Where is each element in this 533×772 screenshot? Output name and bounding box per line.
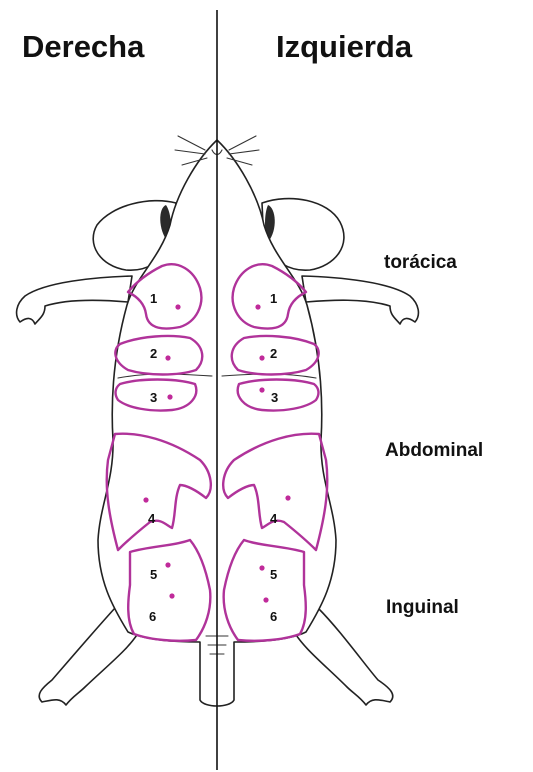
header-right: Derecha	[22, 29, 145, 64]
header-left: Izquierda	[276, 29, 413, 64]
gland-number: 4	[270, 511, 278, 526]
region-label-thoracic: torácica	[384, 252, 457, 273]
gland-number: 2	[270, 346, 277, 361]
gland-number: 5	[270, 567, 277, 582]
gland-number: 5	[150, 567, 157, 582]
gland-number: 4	[148, 511, 156, 526]
left-foreleg	[302, 276, 418, 324]
gland-number: 3	[271, 390, 278, 405]
region-label-abdominal: Abdominal	[385, 440, 483, 461]
region-label-inguinal: Inguinal	[386, 597, 459, 618]
gland-number: 6	[270, 609, 277, 624]
gland-number: 3	[150, 390, 157, 405]
right-foreleg	[17, 276, 132, 324]
gland-number: 1	[150, 291, 157, 306]
gland-number: 1	[270, 291, 277, 306]
gland-number: 6	[149, 609, 156, 624]
gland-number: 2	[150, 346, 157, 361]
